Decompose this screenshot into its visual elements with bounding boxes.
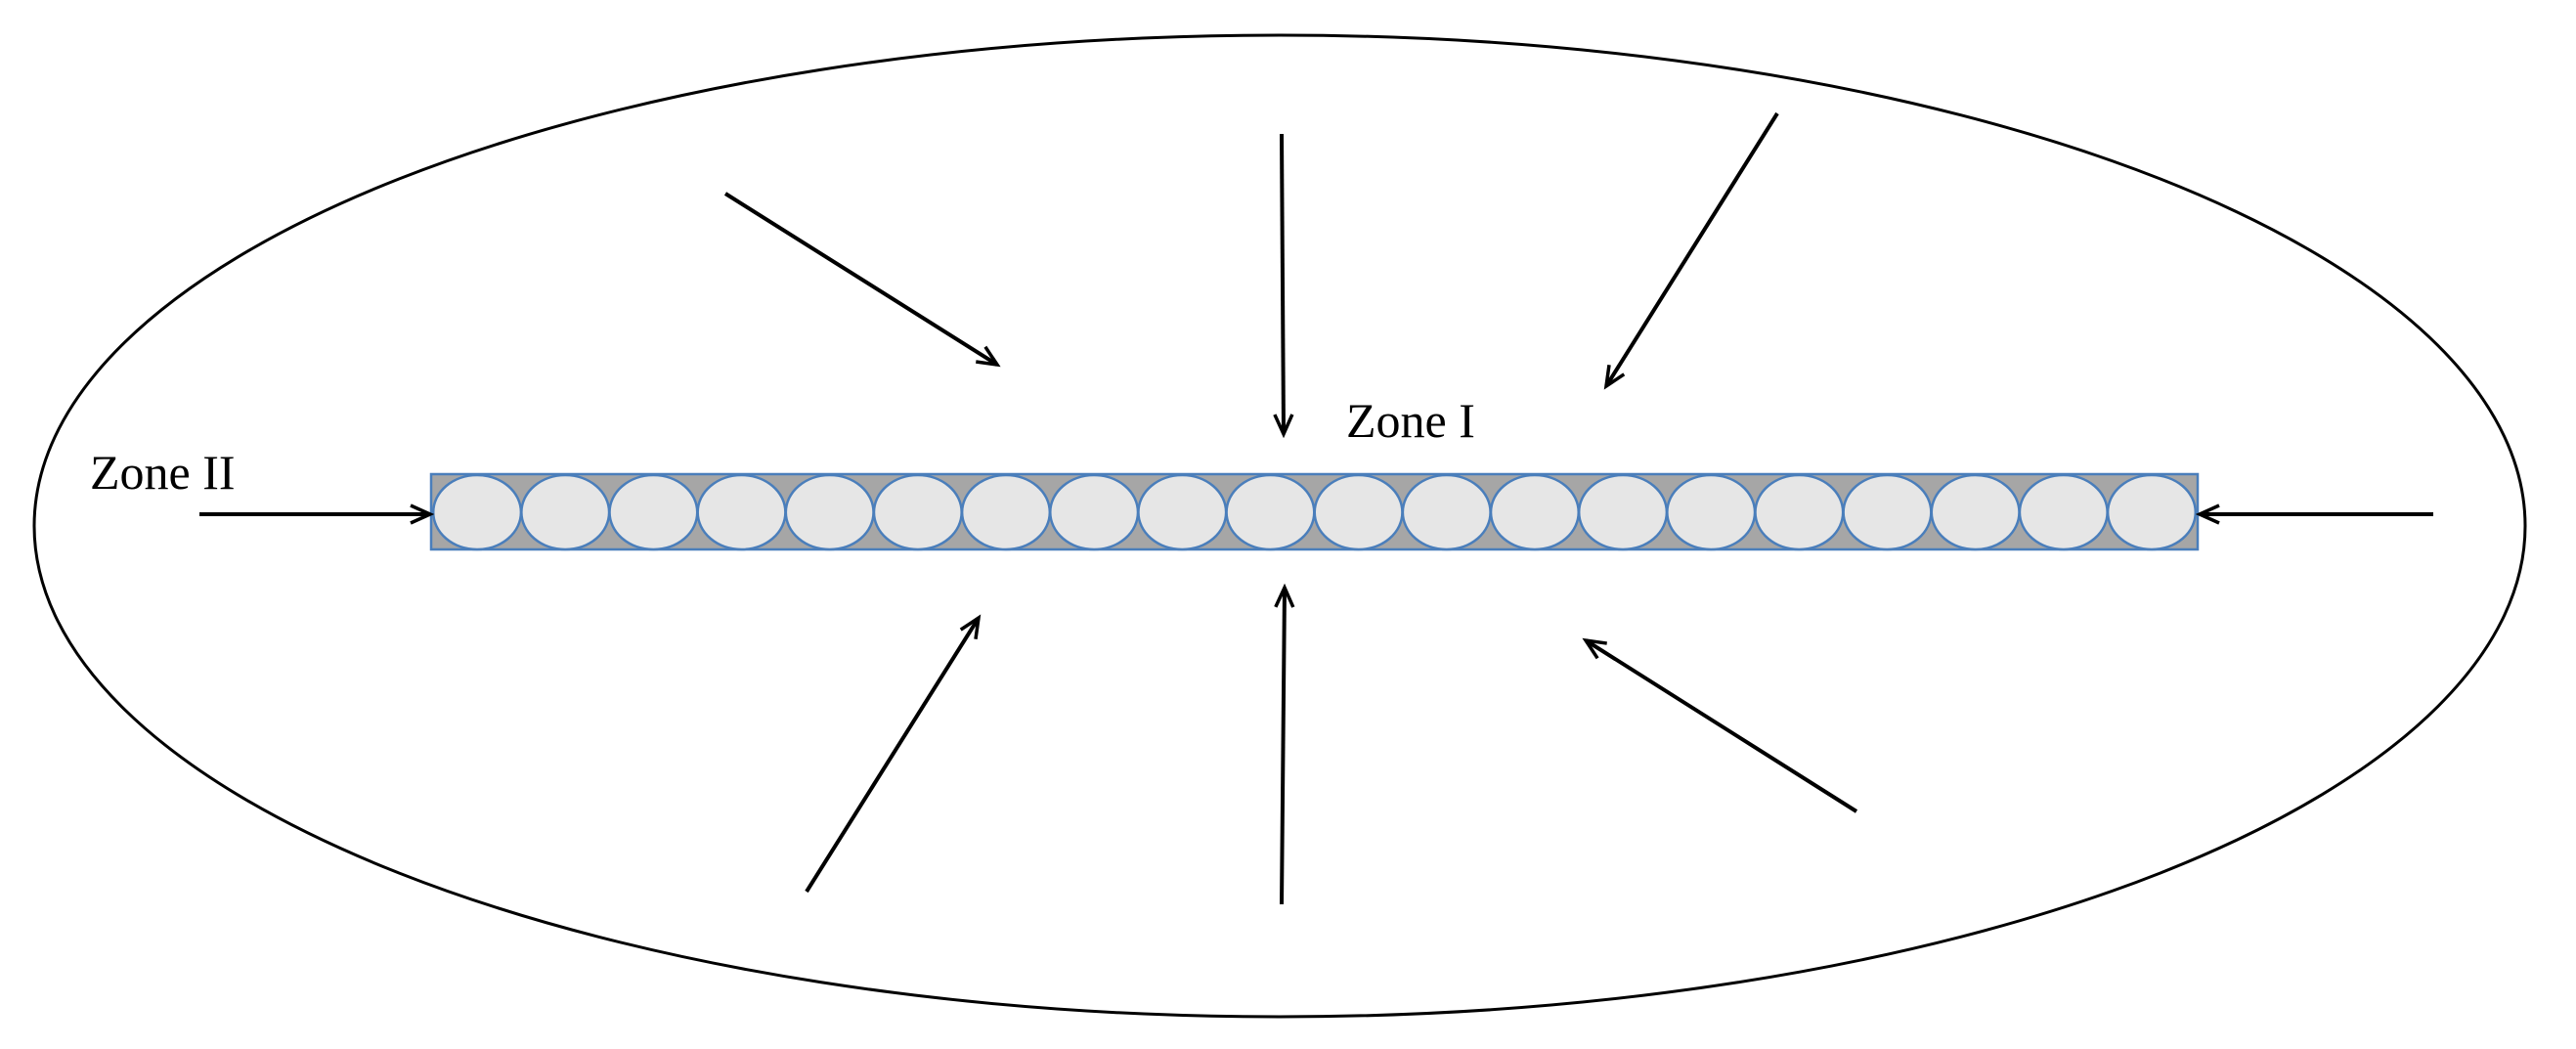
cell bbox=[2106, 473, 2198, 551]
arrow-top-right bbox=[1606, 111, 1779, 386]
arrow-group bbox=[199, 111, 2433, 905]
cell bbox=[696, 473, 787, 551]
cell bbox=[1577, 473, 1669, 551]
cell-row bbox=[431, 473, 2198, 551]
cell bbox=[1842, 473, 1933, 551]
cell bbox=[520, 473, 611, 551]
cell bbox=[872, 473, 963, 551]
arrow-top-left bbox=[723, 192, 997, 365]
cell bbox=[1930, 473, 2021, 551]
cell bbox=[608, 473, 699, 551]
cell bbox=[1049, 473, 1140, 551]
arrow-top-center bbox=[1282, 133, 1284, 434]
cell bbox=[1754, 473, 1845, 551]
cell bbox=[1401, 473, 1492, 551]
cell bbox=[1489, 473, 1580, 551]
cell bbox=[2018, 473, 2109, 551]
cell bbox=[1666, 473, 1757, 551]
cell bbox=[960, 473, 1052, 551]
outer-ellipse bbox=[32, 33, 2527, 1019]
cell bbox=[1225, 473, 1316, 551]
cell bbox=[1137, 473, 1228, 551]
cell bbox=[784, 473, 875, 551]
arrow-bottom-center bbox=[1282, 588, 1285, 905]
arrow-bottom-right bbox=[1586, 640, 1858, 813]
cell bbox=[431, 473, 523, 551]
cell bbox=[1313, 473, 1404, 551]
arrow-bottom-left bbox=[805, 618, 979, 894]
zone-2-label: Zone II bbox=[90, 445, 236, 500]
zone-1-label: Zone I bbox=[1346, 393, 1475, 448]
